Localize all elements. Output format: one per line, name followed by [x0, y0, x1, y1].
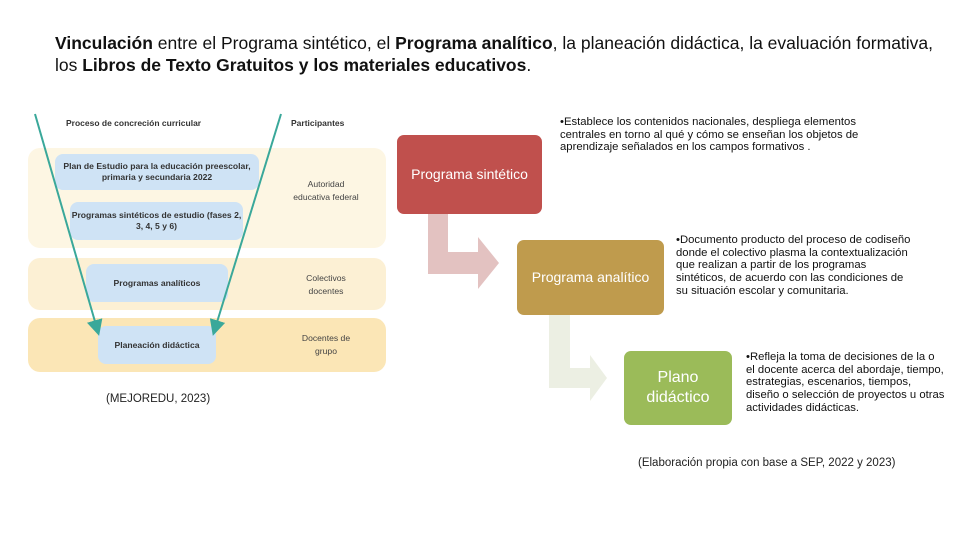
title-part: Vinculación — [55, 33, 153, 53]
description-sintetico: •Establece los contenidos nacionales, de… — [560, 116, 860, 154]
pill-plan-estudio: Plan de Estudio para la educación preesc… — [55, 154, 259, 190]
box-plano-didactico: Plano didáctico — [624, 351, 732, 425]
pill-programas-analiticos: Programas analíticos — [86, 264, 228, 302]
connector-arrow-1 — [428, 214, 499, 289]
box-programa-sintetico: Programa sintético — [397, 135, 542, 214]
title-part: Programa analítico — [395, 33, 553, 53]
flow-citation: (Elaboración propia con base a SEP, 2022… — [638, 457, 896, 469]
connector-arrow-2 — [549, 315, 607, 401]
description-analitico: •Documento producto del proceso de codis… — [676, 234, 916, 298]
description-text: •Establece los contenidos nacionales, de… — [560, 116, 859, 154]
title-part: . — [526, 55, 532, 75]
figure-citation: (MEJOREDU, 2023) — [106, 393, 211, 405]
title-part: , la planeación didáctica, la evaluación… — [55, 33, 934, 75]
process-header: Proceso de concreción curricular — [66, 118, 202, 128]
slide-title: Vinculación entre el Programa sintético,… — [55, 32, 935, 76]
description-didactico: •Refleja la toma de decisiones de la o e… — [746, 351, 946, 415]
box-programa-analitico: Programa analítico — [517, 240, 664, 315]
participant-collective: Colectivos docentes — [306, 273, 346, 296]
down-arrow-right — [209, 113, 282, 336]
description-text: •Documento producto del proceso de codis… — [676, 234, 911, 297]
description-text: •Refleja la toma de decisiones de la o e… — [746, 351, 945, 414]
down-arrow-left — [34, 113, 103, 336]
title-part: Libros de Texto Gratuitos y los material… — [82, 55, 527, 75]
curricular-process-figure: Proceso de concreción curricular Partici… — [28, 110, 388, 380]
pill-planeacion-didactica: Planeación didáctica — [98, 326, 216, 364]
participant-group: Docentes de grupo — [301, 333, 351, 356]
participants-header: Participantes — [291, 118, 345, 128]
pill-programas-sinteticos: Programas sintéticos de estudio (fases 2… — [70, 202, 243, 240]
title-part: entre el Programa sintético, el — [152, 33, 396, 53]
participant-federal: Autoridad educativa federal — [293, 179, 359, 202]
